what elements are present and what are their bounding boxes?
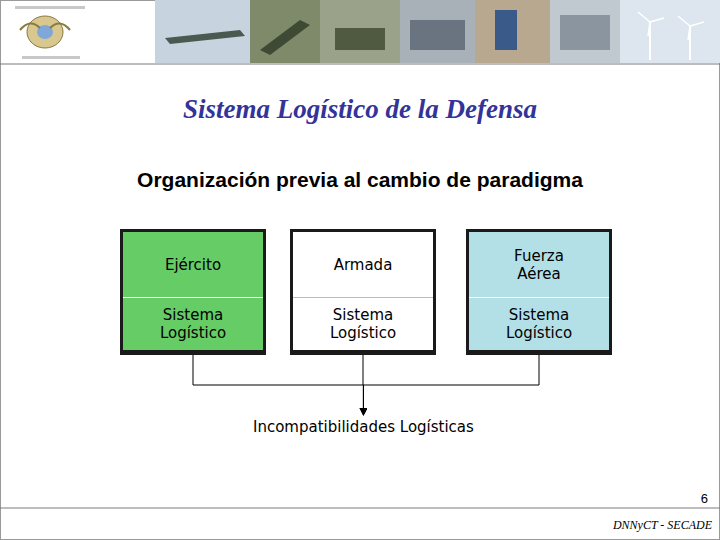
slide-title: Sistema Logístico de la Defensa: [0, 94, 720, 125]
merge-connector: [363, 355, 539, 415]
merge-connector: [193, 355, 363, 415]
header-rule: [0, 64, 720, 65]
branch-name: Fuerza Aérea: [469, 232, 609, 298]
header-photos: [155, 0, 720, 63]
logistic-system-cell: Sistema Logístico: [469, 298, 609, 350]
page-number: 6: [701, 491, 708, 506]
logistic-system-cell: Sistema Logístico: [123, 298, 263, 350]
logistic-system-cell: Sistema Logístico: [293, 298, 433, 350]
result-text: Incompatibilidades Logísticas: [253, 418, 474, 436]
branch-name: Ejército: [123, 232, 263, 298]
result-text-box: Incompatibilidades Logísticas: [247, 416, 480, 438]
branch-column: ArmadaSistema Logístico: [290, 229, 436, 355]
branch-column: Fuerza AéreaSistema Logístico: [466, 229, 612, 355]
footer-rule: [0, 508, 720, 509]
branch-name: Armada: [293, 232, 433, 298]
branch-column: EjércitoSistema Logístico: [120, 229, 266, 355]
slide-subtitle: Organización previa al cambio de paradig…: [0, 168, 720, 192]
logo: [15, 6, 85, 59]
footer-note: DNNyCT - SECADE: [613, 518, 712, 533]
